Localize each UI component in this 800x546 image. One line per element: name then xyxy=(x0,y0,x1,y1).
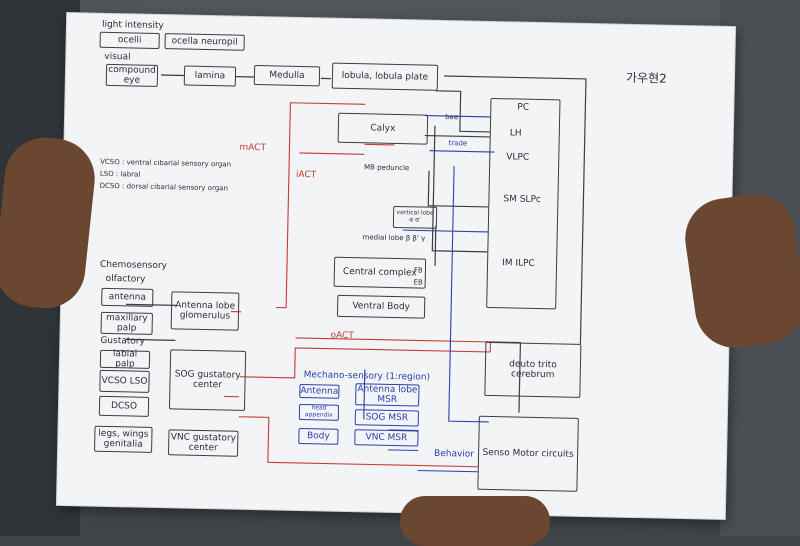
compound-eye-box: compound eye xyxy=(105,63,159,87)
behavior-label: Behavior xyxy=(433,448,475,460)
body-box: Body xyxy=(298,427,339,445)
visual-label: visual xyxy=(104,51,131,63)
chemosensory-label: Chemosensory xyxy=(99,259,168,272)
pc-label: PC xyxy=(517,102,530,113)
calyx-label: Calyx xyxy=(370,123,396,134)
sensory-motor-label: Senso Motor circuits xyxy=(482,447,574,460)
fb-label: FB xyxy=(413,266,423,275)
antenna-lobe-msr-box: Antenna lobe MSR xyxy=(355,383,420,407)
ocelli-label: ocelli xyxy=(117,34,142,46)
vnc-box: VNC gustatory center xyxy=(167,429,239,457)
lobula-box: lobula, lobula plate xyxy=(331,62,439,91)
gustatory-label: Gustatory xyxy=(100,335,145,347)
smpc-label: SM SLPc xyxy=(503,194,541,206)
head-appendix-box: head appendix xyxy=(298,404,340,421)
vlpc-label: VLPC xyxy=(506,152,530,163)
vertical-lobe-label: vertical lobe α α' xyxy=(396,209,434,224)
deuto-trito-label: deuto trito cerebrum xyxy=(509,359,557,381)
head-appendix-label: head appendix xyxy=(304,404,333,419)
compound-eye-label: compound eye xyxy=(108,64,156,86)
sog-msr-box: SOG MSR xyxy=(354,409,419,427)
medulla-label: Medulla xyxy=(269,70,305,81)
korean-note: 가우현2 xyxy=(625,70,667,86)
vnc-label: VNC gustatory center xyxy=(170,431,237,454)
legs-label: legs, wings genitalia xyxy=(98,428,149,450)
vnc-msr-box: VNC MSR xyxy=(354,429,419,447)
antenna-lobe-box: Antenna lobe glomerulus xyxy=(170,291,240,331)
dcso-box: DCSO xyxy=(98,395,150,417)
sog-box: SOG gustatory center xyxy=(168,349,247,411)
sog-label: SOG gustatory center xyxy=(174,369,241,391)
bottom-hand xyxy=(400,496,550,546)
paper-sheet: light intensity ocelli ocella neuropil v… xyxy=(56,13,736,519)
antenna-label: antenna xyxy=(108,291,146,303)
legs-box: legs, wings genitalia xyxy=(94,425,153,453)
ocelli-neuropil-box: ocella neuropil xyxy=(164,33,245,51)
im-label: IM ILPC xyxy=(501,258,535,269)
sog-msr-label: SOG MSR xyxy=(365,412,409,424)
iact-label: iACT xyxy=(295,169,317,181)
lobula-label: lobula, lobula plate xyxy=(341,70,429,83)
ventral-body-label: Ventral Body xyxy=(352,300,411,313)
mech-antenna-label: Antenna xyxy=(300,385,339,397)
lso-definition: LSO : labral xyxy=(99,169,141,179)
ocelli-neuropil-label: ocella neuropil xyxy=(171,36,238,48)
body-label: Body xyxy=(306,431,330,442)
header-sense: light intensity xyxy=(101,19,164,32)
ventral-body-box: Ventral Body xyxy=(336,294,426,319)
calyx-box: Calyx xyxy=(337,112,429,145)
antenna-lobe-msr-label: Antenna lobe MSR xyxy=(357,383,418,406)
antenna-lobe-label: Antenna lobe glomerulus xyxy=(175,300,236,322)
medulla-box: Medulla xyxy=(253,64,321,87)
vcso-lso-box: VCSO LSO xyxy=(99,369,150,393)
sensory-motor-box: Senso Motor circuits xyxy=(477,415,579,492)
labial-box: labial palp xyxy=(99,348,151,370)
lamina-box: lamina xyxy=(183,65,237,87)
mb-peduncle-label: MB peduncle xyxy=(363,163,410,173)
lamina-label: lamina xyxy=(194,70,226,82)
olfactory-label: olfactory xyxy=(105,273,146,285)
side-note-bee: bee xyxy=(445,112,459,122)
oact-label: oACT xyxy=(330,330,354,342)
mech-antenna-box: Antenna xyxy=(299,384,340,399)
ocelli-box: ocelli xyxy=(99,31,160,49)
maxillary-box: maxillary palp xyxy=(100,311,153,335)
central-complex-label: Central complex xyxy=(342,266,417,279)
side-note-trade: trade xyxy=(448,139,468,148)
diagram-arrows xyxy=(125,74,587,473)
vcso-lso-label: VCSO LSO xyxy=(101,375,148,387)
eb-label: EB xyxy=(413,278,423,287)
mact-label: mACT xyxy=(239,142,267,154)
vnc-msr-label: VNC MSR xyxy=(365,432,408,444)
medial-lobe-label: medial lobe β β' γ xyxy=(362,233,426,243)
central-complex-box: Central complex xyxy=(333,256,427,289)
antenna-box: antenna xyxy=(101,287,154,307)
maxillary-label: maxillary palp xyxy=(105,312,148,334)
labial-label: labial palp xyxy=(112,348,138,370)
deuto-trito-box: deuto trito cerebrum xyxy=(484,341,582,398)
lh-label: LH xyxy=(509,128,522,139)
dcso-label: DCSO xyxy=(110,400,138,412)
vertical-lobe-box: vertical lobe α α' xyxy=(392,205,438,229)
